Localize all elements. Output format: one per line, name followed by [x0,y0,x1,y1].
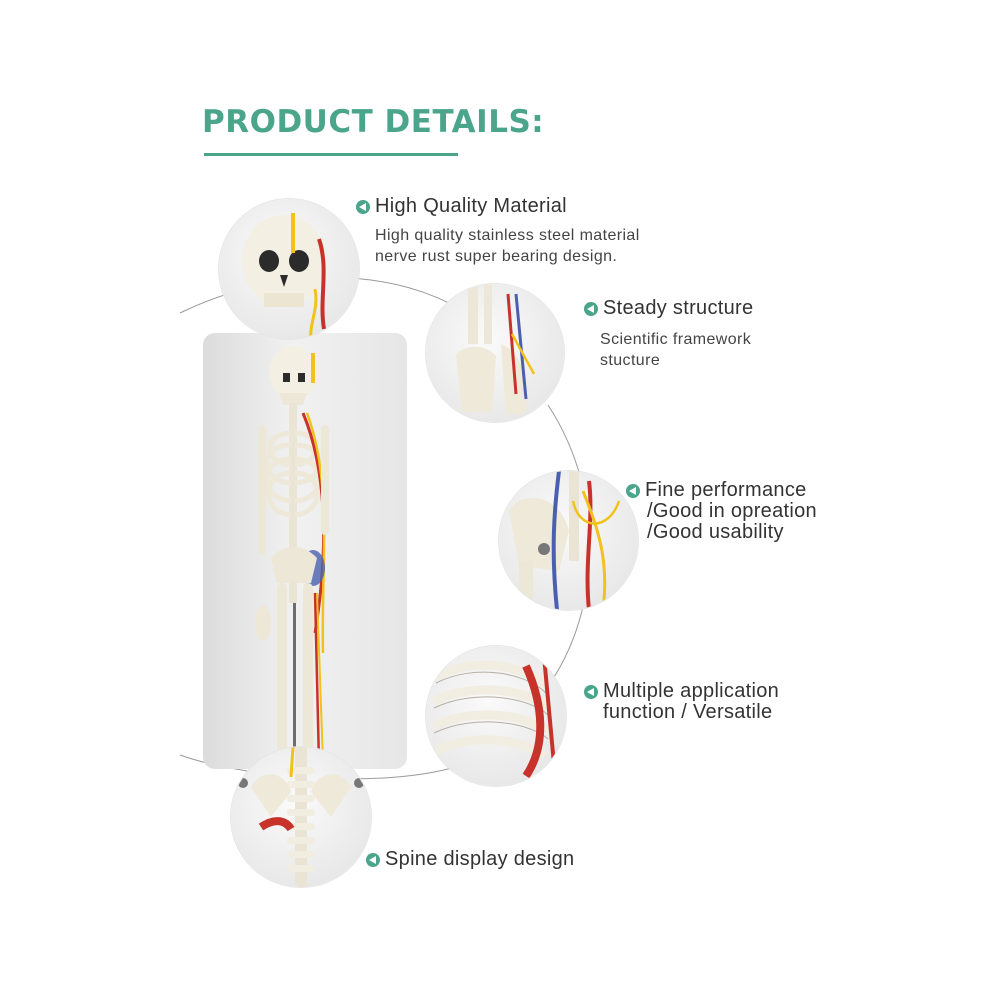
feature-description-line: /Good in opreation [647,500,817,522]
feature-multiple-application: Multiple application function / Versatil… [584,681,779,723]
skull-closeup-photo [219,199,359,339]
feature-description-line: function / Versatile [603,701,773,723]
chevron-left-bullet-icon [366,852,380,867]
feature-description-line: High quality stainless steel material [375,227,640,244]
feature-spine-display-design: Spine display design [366,849,574,870]
feature-description-line: nerve rust super bearing design. [375,248,618,265]
page-title: PRODUCT DETAILS: [202,104,545,140]
feature-title: Multiple application [603,680,780,702]
feature-steady-structure: Steady structure Scientific framework st… [584,298,753,371]
foot-closeup-photo [426,284,564,422]
feature-fine-performance: Fine performance /Good in opreation /Goo… [626,480,817,543]
feature-description-line: Scientific framework [600,331,752,348]
chevron-left-bullet-icon [626,483,640,498]
feature-title: High Quality Material [375,195,567,217]
ribcage-closeup-photo [426,646,566,786]
chevron-left-bullet-icon [356,199,370,214]
chevron-left-bullet-icon [584,684,598,699]
pelvis-closeup-photo [499,471,638,610]
feature-title: Fine performance [645,479,807,501]
feature-description-line: /Good usability [647,521,784,543]
chevron-left-bullet-icon [584,301,598,316]
feature-title: Steady structure [603,297,754,319]
feature-description-line: stucture [600,352,661,369]
spine-closeup-photo [231,747,371,887]
feature-title: Spine display design [385,848,575,870]
feature-high-quality-material: High Quality Material High quality stain… [356,196,640,267]
full-skeleton-model-photo [203,333,407,769]
title-underline [204,153,458,156]
